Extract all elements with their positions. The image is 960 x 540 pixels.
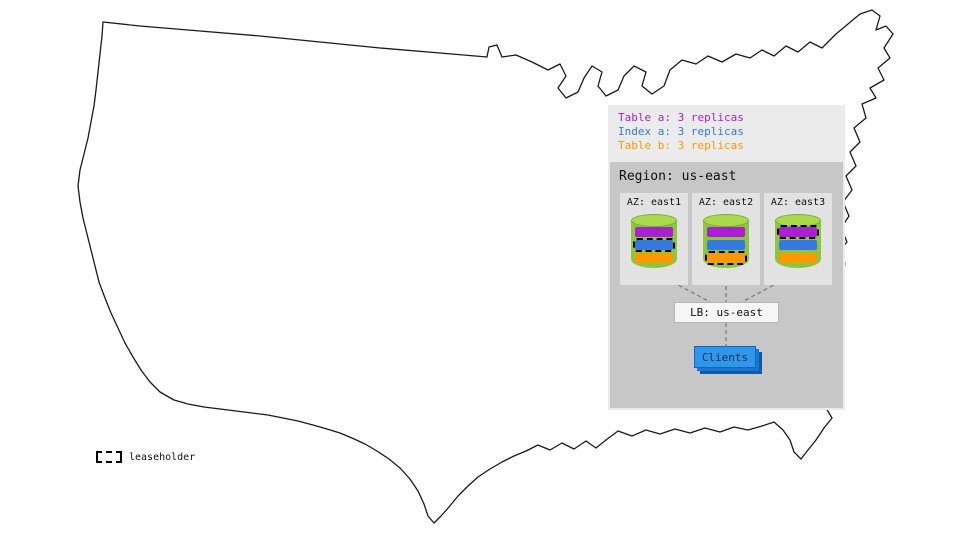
- region-us-east: Region: us-east AZ: east1 AZ: east2: [610, 162, 843, 408]
- table-b-replica: [635, 253, 673, 263]
- table-a-replica: [635, 227, 673, 237]
- replication-diagram-panel: Table a: 3 replicas Index a: 3 replicas …: [608, 105, 845, 410]
- leaseholder-dashed-box-icon: [96, 451, 122, 463]
- clients-box: Clients: [694, 346, 756, 368]
- index-a-replica-leaseholder: [633, 238, 675, 252]
- clients-label: Clients: [701, 350, 749, 364]
- leaseholder-key: leaseholder: [96, 451, 195, 463]
- replica-stripes: [705, 227, 747, 265]
- legend-item-index-a: Index a: 3 replicas: [618, 125, 744, 138]
- region-label: Region: us-east: [619, 169, 737, 184]
- table-a-replica: [707, 227, 745, 237]
- load-balancer-box: LB: us-east: [674, 302, 779, 323]
- database-cylinder-east2: [703, 214, 749, 272]
- az-east1-label: AZ: east1: [626, 197, 682, 208]
- legend-item-table-a: Table a: 3 replicas: [618, 111, 744, 124]
- az-east3: AZ: east3: [764, 193, 832, 285]
- table-a-replica-leaseholder: [777, 225, 819, 239]
- leaseholder-key-label: leaseholder: [129, 451, 196, 463]
- az-east2: AZ: east2: [692, 193, 760, 285]
- table-b-replica-leaseholder: [705, 251, 747, 265]
- replica-stripes: [777, 225, 819, 263]
- az-row: AZ: east1 AZ: east2 AZ: east3: [620, 193, 832, 285]
- legend-item-table-b: Table b: 3 replicas: [618, 139, 744, 152]
- index-a-replica: [707, 240, 745, 250]
- cylinder-top: [775, 214, 821, 227]
- az-east1: AZ: east1: [620, 193, 688, 285]
- replica-legend: Table a: 3 replicas Index a: 3 replicas …: [618, 111, 744, 153]
- index-a-replica: [779, 240, 817, 250]
- table-b-replica: [779, 253, 817, 263]
- az-east2-label: AZ: east2: [698, 197, 754, 208]
- database-cylinder-east3: [775, 214, 821, 272]
- load-balancer-label: LB: us-east: [690, 306, 763, 319]
- cylinder-top: [631, 214, 677, 227]
- replica-stripes: [633, 227, 675, 263]
- cylinder-top: [703, 214, 749, 227]
- az-east3-label: AZ: east3: [770, 197, 826, 208]
- database-cylinder-east1: [631, 214, 677, 272]
